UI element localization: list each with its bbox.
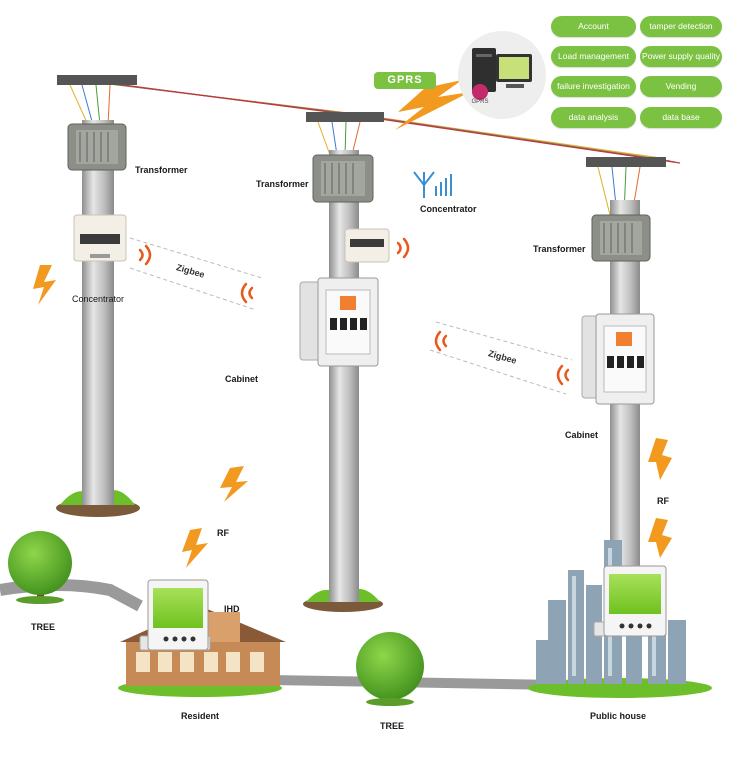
lightning-icon	[33, 80, 672, 568]
crossarm-mid	[306, 112, 384, 122]
label-resident: Resident	[181, 711, 220, 721]
crossarm-right	[586, 157, 666, 167]
zigbee-beam-left	[129, 237, 263, 311]
ihd-device-left	[139, 579, 211, 651]
pole-left	[82, 120, 114, 505]
function-pill-account: Account	[551, 16, 636, 37]
function-pill-failure-investigation: failure investigation	[551, 76, 636, 97]
label-public-house: Public house	[590, 711, 647, 721]
server-icon	[458, 31, 546, 119]
label-rf-right: RF	[657, 496, 669, 506]
radio-wave-icon	[138, 237, 570, 386]
cabinet-right-device	[581, 313, 655, 405]
crossarm-left	[57, 75, 137, 85]
drop-wires	[69, 84, 641, 216]
function-pill-data-analysis: data analysis	[551, 107, 636, 128]
function-pill-vending: Vending	[640, 76, 722, 97]
function-pill-power-supply-quality: Power supply quality	[640, 46, 722, 67]
function-pill-data-base: data base	[640, 107, 722, 128]
label-transformer-right: Transformer	[533, 244, 586, 254]
concentrator-left-device	[73, 214, 127, 262]
tree-left	[8, 531, 72, 604]
label-tree-left: TREE	[31, 622, 56, 632]
antenna-icon	[413, 171, 452, 198]
zigbee-beam-right	[429, 321, 573, 395]
label-tree-bottom: TREE	[380, 721, 405, 731]
function-pill-tamper-detection: tamper detection	[640, 16, 722, 37]
label-transformer-left: Transformer	[135, 165, 188, 175]
gprs-badge: GPRS	[374, 72, 436, 89]
gprs-icon-caption: GPRS	[471, 99, 488, 105]
function-pill-load-management: Load management	[551, 46, 636, 67]
cabinet-mid-device	[299, 277, 379, 367]
transformer-mid-device	[312, 154, 374, 203]
ihd-device-right	[593, 565, 667, 637]
transformer-right-device	[591, 214, 651, 262]
pole-mid	[329, 150, 359, 602]
label-transformer-mid: Transformer	[256, 179, 309, 189]
concentrator-mid-device	[344, 228, 390, 263]
label-cabinet-right: Cabinet	[565, 430, 599, 440]
label-concentrator-mid: Concentrator	[420, 204, 477, 214]
label-concentrator-left: Concentrator	[72, 294, 125, 304]
label-ihd: IHD	[224, 604, 240, 614]
label-cabinet-left: Cabinet	[225, 374, 259, 384]
label-rf-left: RF	[217, 528, 229, 538]
tree-bottom	[356, 632, 424, 706]
transformer-left-device	[67, 123, 127, 171]
